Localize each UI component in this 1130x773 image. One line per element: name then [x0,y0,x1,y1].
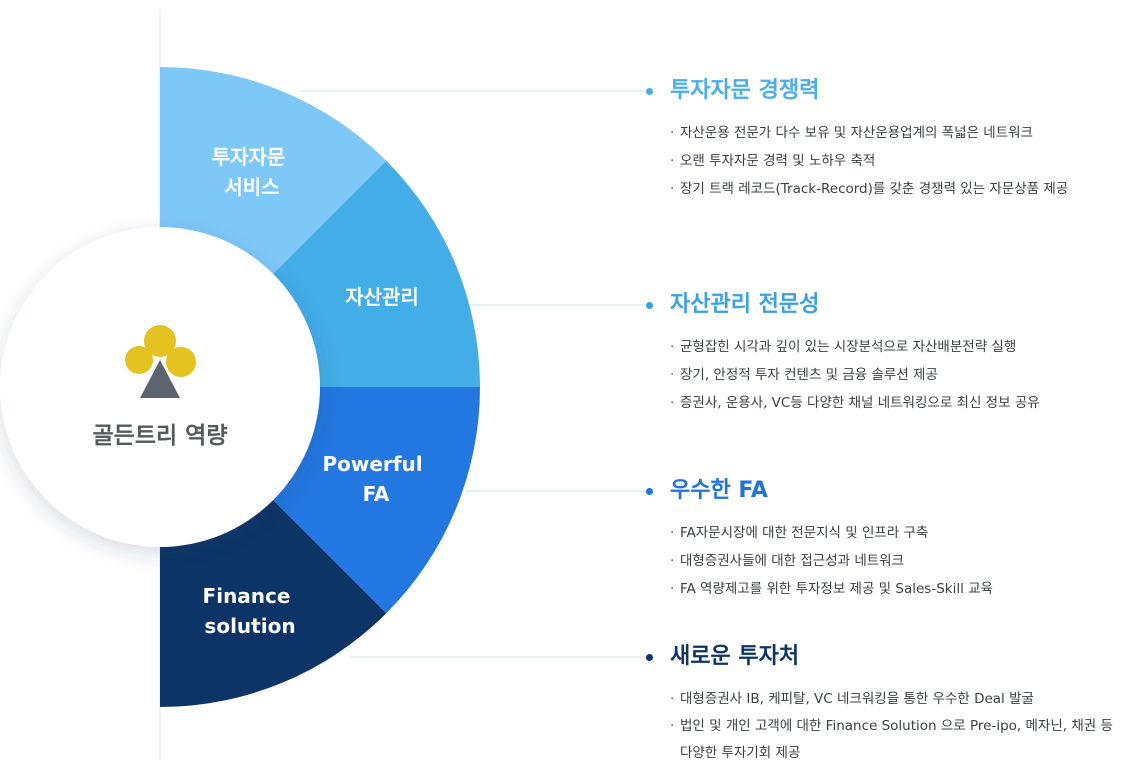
section-title-2: 자산관리 전문성 [646,291,1120,319]
list-item: 법인 및 개인 고객에 대한 Finance Solution 으로 Pre-i… [670,713,1120,767]
segment-label-finance: Finance solution [203,584,298,638]
golden-tree-clover-icon [125,325,196,398]
section-asset-expertise: 자산관리 전문성 균형잡힌 시각과 깊이 있는 시장분석으로 자산배분전략 실행… [646,291,1120,417]
list-item: 균형잡힌 시각과 깊이 있는 시장분석으로 자산배분전략 실행 [670,333,1120,361]
section-title-4: 새로운 투자처 [646,643,1120,671]
bullet-dot-icon [646,302,653,309]
section-title-1: 투자자문 경쟁력 [646,77,1120,105]
segment-label-advisory: 투자자문 서비스 [212,145,293,199]
section-title-3: 우수한 FA [646,477,1120,505]
list-item: FA자문시장에 대한 전문지식 및 인프라 구축 [670,519,1120,547]
section-excellent-fa: 우수한 FA FA자문시장에 대한 전문지식 및 인프라 구축 대형증권사들에 … [646,477,1120,603]
bullet-list-3: FA자문시장에 대한 전문지식 및 인프라 구축 대형증권사들에 대한 접근성과… [650,519,1120,603]
section-new-investment: 새로운 투자처 대형증권사 IB, 케피탈, VC 네크워킹을 통한 우수한 D… [646,643,1120,767]
bullet-list-4: 대형증권사 IB, 케피탈, VC 네크워킹을 통한 우수한 Deal 발굴 법… [650,685,1120,767]
list-item: 오랜 투자자문 경력 및 노하우 축적 [670,147,1120,175]
bullet-dot-icon [646,488,653,495]
bullet-list-1: 자산운용 전문가 다수 보유 및 자산운용업계의 폭넓은 네트워크 오랜 투자자… [650,119,1120,203]
list-item: FA 역량제고를 위한 투자정보 제공 및 Sales-Skill 교육 [670,575,1120,603]
list-item: 대형증권사 IB, 케피탈, VC 네크워킹을 통한 우수한 Deal 발굴 [670,685,1120,713]
list-item: 자산운용 전문가 다수 보유 및 자산운용업계의 폭넓은 네트워크 [670,119,1120,147]
list-item: 대형증권사들에 대한 접근성과 네트워크 [670,547,1120,575]
segment-label-asset: 자산관리 [345,285,419,309]
list-item: 장기, 안정적 투자 컨텐츠 및 금융 솔루션 제공 [670,361,1120,389]
bullet-list-2: 균형잡힌 시각과 깊이 있는 시장분석으로 자산배분전략 실행 장기, 안정적 … [650,333,1120,417]
bullet-dot-icon [646,88,653,95]
bullet-dot-icon [646,654,653,661]
section-advisory-competitiveness: 투자자문 경쟁력 자산운용 전문가 다수 보유 및 자산운용업계의 폭넓은 네트… [646,77,1120,203]
center-title: 골든트리 역량 [93,423,228,449]
list-item: 증권사, 운용사, VC등 다양한 채널 네트워킹으로 최신 정보 공유 [670,389,1120,417]
segment-label-fa: Powerful FA [322,452,429,506]
list-item: 장기 트랙 레코드(Track-Record)를 갖춘 경쟁력 있는 자문상품 … [670,175,1120,203]
